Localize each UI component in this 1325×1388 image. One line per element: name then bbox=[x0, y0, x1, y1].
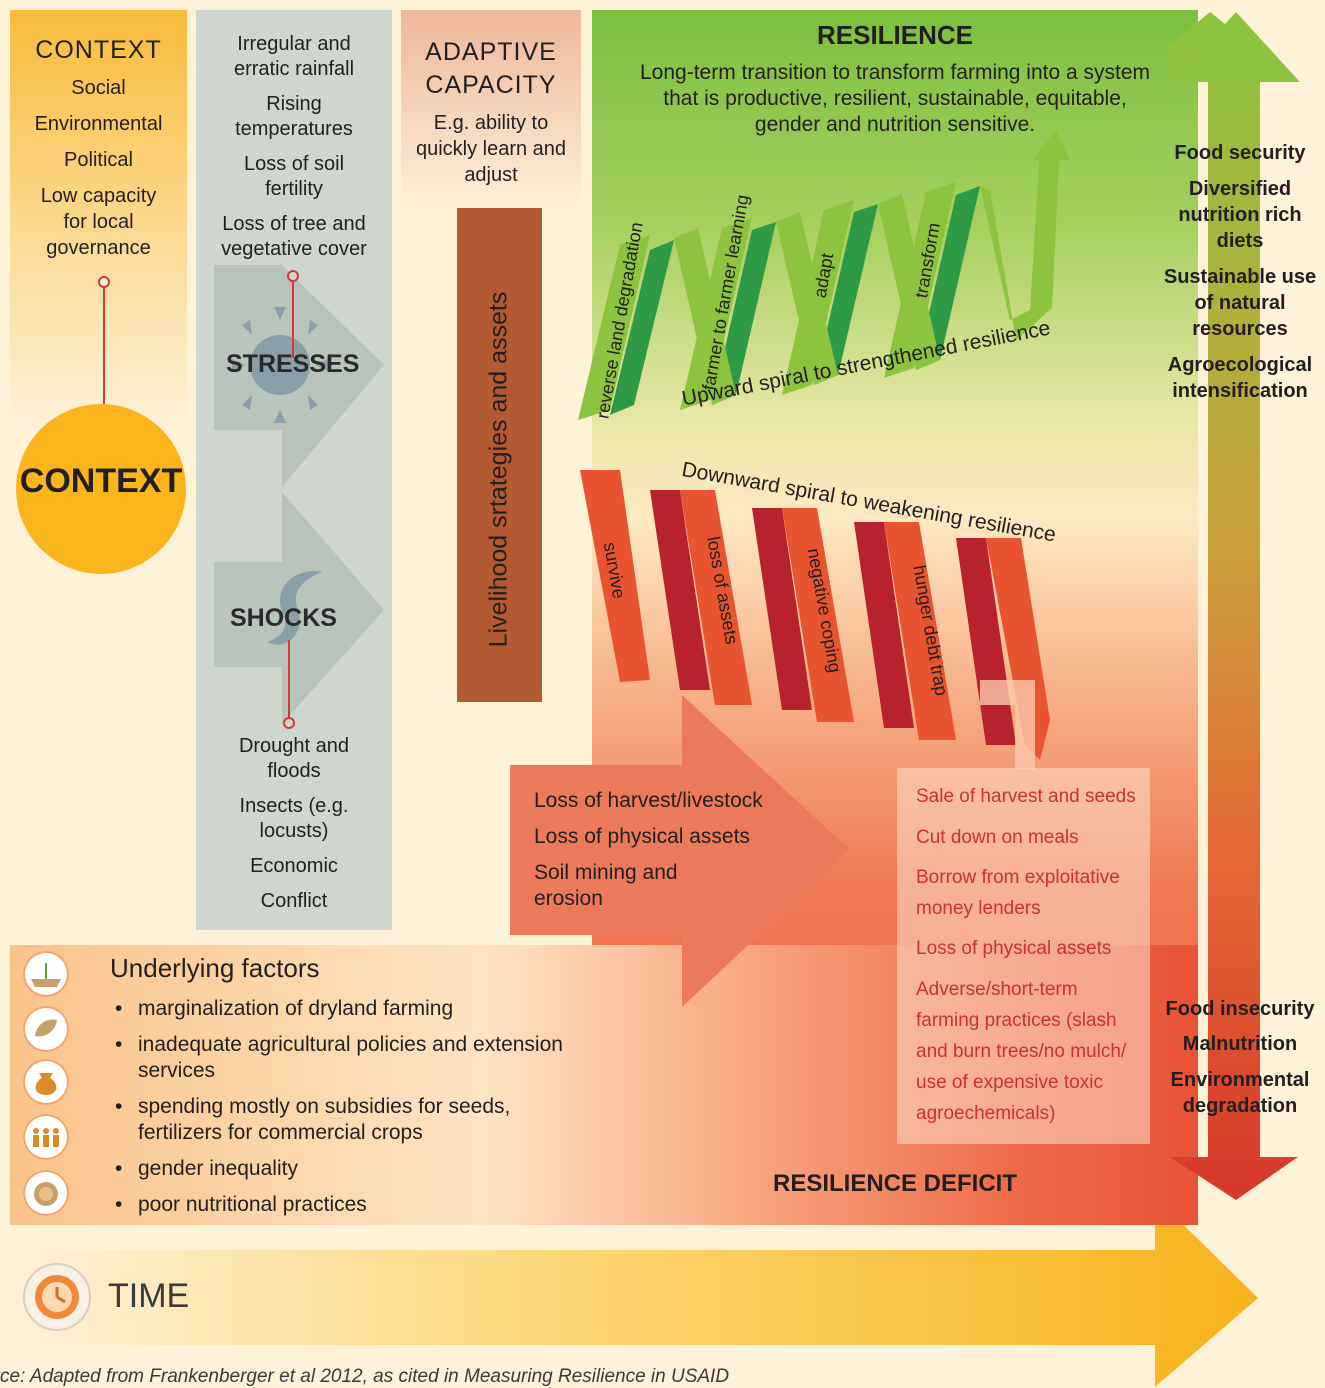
outcome-malnutrition: Malnutrition bbox=[1182, 1033, 1298, 1055]
time-arrow bbox=[10, 1197, 1258, 1387]
shocks-connector bbox=[283, 640, 295, 729]
adaptive-capacity-title: ADAPTIVE CAPACITY bbox=[425, 38, 557, 99]
upward-spiral bbox=[578, 130, 1070, 420]
clock-icon bbox=[23, 1263, 91, 1331]
shocks-list: Drought and floods Insects (e.g. locusts… bbox=[196, 724, 392, 914]
coping-cut-meals: Cut down on meals bbox=[916, 827, 1079, 848]
loss-physical-assets: Loss of physical assets bbox=[534, 825, 750, 848]
outcome-food-insecurity: Food insecurity bbox=[1165, 998, 1315, 1020]
policy-leaf-icon bbox=[23, 1006, 69, 1052]
money-bag-icon bbox=[23, 1059, 69, 1105]
loss-soil-mining: Soil mining and bbox=[534, 861, 678, 884]
coping-sale-harvest: Sale of harvest and seeds bbox=[916, 786, 1136, 807]
shocks-label: SHOCKS bbox=[230, 604, 337, 632]
adaptive-capacity-box: ADAPTIVE CAPACITY E.g. ability to quickl… bbox=[401, 10, 581, 210]
food-bowl-icon bbox=[23, 1170, 69, 1216]
shock-item-conflict: Conflict bbox=[260, 890, 328, 912]
context-item-governance: Low capacity for local governance bbox=[40, 185, 157, 259]
coping-box bbox=[897, 768, 1150, 1144]
context-circle-label: CONTEXT bbox=[19, 462, 183, 500]
shocks-arrow bbox=[214, 492, 384, 724]
outcome-arrow bbox=[1168, 12, 1300, 1200]
shock-item-economic: Economic bbox=[250, 855, 338, 877]
loss-erosion: erosion bbox=[534, 887, 603, 910]
stress-item-soil: Loss of soil fertility bbox=[243, 153, 345, 200]
livelihood-bar bbox=[457, 208, 542, 702]
source-caption: ce: Adapted from Frankenberger et al 201… bbox=[0, 1366, 730, 1387]
context-title: CONTEXT bbox=[35, 36, 162, 64]
livelihood-label: Livelihood srtategies and assets bbox=[484, 291, 513, 648]
losses-arrow bbox=[510, 695, 850, 1007]
outcome-environmental-degradation: Environmental degradation bbox=[1170, 1069, 1310, 1117]
stress-item-rainfall: Irregular and erratic rainfall bbox=[233, 33, 355, 80]
adaptive-capacity-text: E.g. ability to quickly learn and adjust bbox=[415, 112, 567, 186]
time-label: TIME bbox=[108, 1277, 190, 1315]
context-circle bbox=[16, 404, 186, 574]
resilience-deficit-label: RESILIENCE DEFICIT bbox=[772, 1170, 1018, 1197]
stresses-connector bbox=[287, 270, 299, 358]
coping-loss-assets: Loss of physical assets bbox=[916, 938, 1112, 959]
dryland-icon bbox=[23, 951, 69, 997]
context-item-environmental: Environmental bbox=[34, 113, 163, 135]
stresses-label: STRESSES bbox=[226, 350, 360, 378]
context-column: CONTEXT Social Environmental Political L… bbox=[10, 10, 187, 430]
coping-borrow: Borrow from exploitative money lenders bbox=[916, 867, 1120, 919]
shock-item-drought: Drought and floods bbox=[238, 735, 350, 782]
people-icon bbox=[23, 1114, 69, 1160]
loss-harvest: Loss of harvest/livestock bbox=[534, 789, 763, 812]
shock-item-insects: Insects (e.g. locusts) bbox=[239, 795, 349, 842]
downward-spiral bbox=[580, 470, 1050, 770]
stresses-arrow bbox=[214, 265, 384, 487]
resilience-description: Long-term transition to transform farmin… bbox=[639, 61, 1151, 136]
outcome-sustainable-use: Sustainable use of natural resources bbox=[1163, 266, 1317, 340]
stress-item-temperatures: Rising temperatures bbox=[235, 93, 353, 140]
coping-adverse-practices: Adverse/short-term farming practices (sl… bbox=[916, 979, 1127, 1124]
stress-item-tree-cover: Loss of tree and vegetative cover bbox=[221, 213, 367, 260]
resilience-title: RESILIENCE bbox=[816, 20, 974, 50]
outcome-food-security: Food security bbox=[1174, 142, 1306, 164]
outcome-diversified-diets: Diversified nutrition rich diets bbox=[1178, 178, 1302, 252]
context-item-political: Political bbox=[64, 149, 133, 171]
context-item-social: Social bbox=[71, 77, 126, 99]
stresses-list: Irregular and erratic rainfall Rising te… bbox=[196, 22, 392, 262]
outcome-agroecological: Agroecological intensification bbox=[1167, 354, 1313, 402]
underlying-factors-title: Underlying factors bbox=[110, 953, 320, 983]
